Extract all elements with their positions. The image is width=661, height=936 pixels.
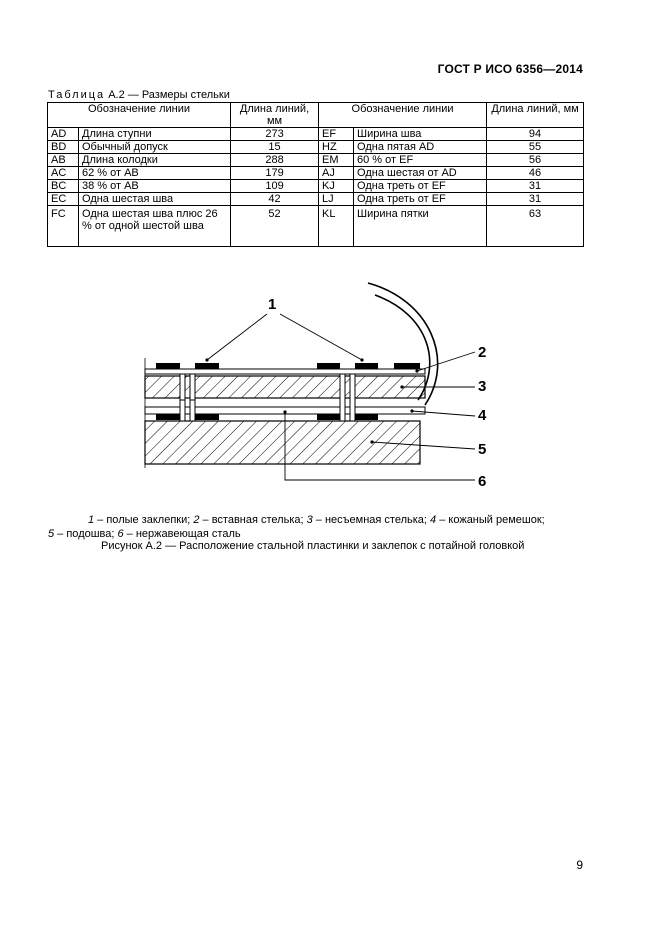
callout-label-3: 3 xyxy=(478,378,486,395)
line-code: LJ xyxy=(318,192,355,206)
line-code: FC xyxy=(47,205,79,247)
callout-leaders xyxy=(206,313,476,481)
column-header-designation-right: Обозначение линии xyxy=(318,102,488,128)
line-code: KJ xyxy=(318,179,355,193)
legend-num: 4 xyxy=(430,514,437,526)
line-name: Длина ступни xyxy=(77,127,232,141)
legend-num: 5 xyxy=(48,528,55,540)
line-length: 42 xyxy=(230,192,320,206)
line-code: BC xyxy=(47,179,79,193)
line-name: Ширина шва xyxy=(353,127,488,141)
rivet xyxy=(317,363,420,422)
legend-text: – полые заклепки; xyxy=(94,514,194,526)
line-code: AD xyxy=(47,127,79,141)
line-length: 179 xyxy=(230,166,320,180)
line-length: 288 xyxy=(230,153,320,167)
callout-label-2: 2 xyxy=(478,344,486,361)
callout-dots xyxy=(205,358,419,444)
table-row: AC 62 % от AB 179 AJ Одна шестая от AD 4… xyxy=(47,166,585,180)
line-code: HZ xyxy=(318,140,355,154)
line-name: Одна пятая AD xyxy=(353,140,488,154)
line-name: Одна шестая от AD xyxy=(353,166,488,180)
line-name: Одна шестая шва xyxy=(77,192,232,206)
figure-legend-line-2: 5 – подошва; 6 – нержавеющая сталь xyxy=(48,528,241,540)
column-header-length-left: Длина линий, мм xyxy=(230,102,320,128)
line-length: 94 xyxy=(486,127,585,141)
line-code: EM xyxy=(318,153,355,167)
line-length: 109 xyxy=(230,179,320,193)
line-name: Одна треть от EF xyxy=(353,192,488,206)
line-name: Одна треть от EF xyxy=(353,179,488,193)
table-header-row: Обозначение линии Длина линий, мм Обозна… xyxy=(46,102,585,128)
legend-text: – несъемная стелька; xyxy=(312,514,431,526)
line-length: 15 xyxy=(230,140,320,154)
legend-text: – вставная стелька; xyxy=(199,514,307,526)
line-name: Длина колодки xyxy=(77,153,232,167)
rivet xyxy=(156,363,219,422)
table-caption-title: А.2 — Размеры стельки xyxy=(105,89,230,101)
line-code: AC xyxy=(47,166,79,180)
page-number: 9 xyxy=(576,858,583,872)
line-code: AJ xyxy=(318,166,355,180)
legend-text: – нержавеющая сталь xyxy=(123,528,241,540)
column-header-length-right: Длина линий, мм xyxy=(486,102,585,128)
line-length: 31 xyxy=(486,192,585,206)
table-row: FC Одна шестая шва плюс 26 % от одной ше… xyxy=(47,205,585,247)
line-name: Одна шестая шва плюс 26 % от одной шесто… xyxy=(77,205,232,247)
table-row: BC 38 % от AB 109 KJ Одна треть от EF 31 xyxy=(47,179,585,193)
line-name: 62 % от AB xyxy=(77,166,232,180)
legend-num: 1 xyxy=(88,514,95,526)
fixed-insole xyxy=(144,375,426,399)
legend-num: 2 xyxy=(193,514,200,526)
callout-label-1: 1 xyxy=(268,296,276,313)
line-name: Обычный допуск xyxy=(77,140,232,154)
figure-caption: Рисунок А.2 — Расположение стальной плас… xyxy=(101,540,525,552)
line-name: 38 % от AB xyxy=(77,179,232,193)
line-name: Ширина пятки xyxy=(353,205,488,247)
legend-num: 3 xyxy=(306,514,313,526)
line-name: 60 % от EF xyxy=(353,153,488,167)
legend-text: – кожаный ремешок; xyxy=(436,514,545,526)
line-length: 52 xyxy=(230,205,320,247)
legend-num: 6 xyxy=(117,528,124,540)
line-length: 55 xyxy=(486,140,585,154)
callout-label-4: 4 xyxy=(478,407,487,424)
table-row: AD Длина ступни 273 EF Ширина шва 94 xyxy=(47,127,585,141)
callout-label-6: 6 xyxy=(478,473,486,490)
table-caption-label: Таблица xyxy=(48,89,106,101)
callout-label-5: 5 xyxy=(478,441,486,458)
line-code: AB xyxy=(47,153,79,167)
figure-legend-line-1: 1 – полые заклепки; 2 – вставная стелька… xyxy=(88,514,545,526)
document-id-header: ГОСТ Р ИСО 6356—2014 xyxy=(437,62,583,76)
line-code: BD xyxy=(47,140,79,154)
table-row: BD Обычный допуск 15 HZ Одна пятая AD 55 xyxy=(47,140,585,154)
line-code: KL xyxy=(318,205,355,247)
table-row: AB Длина колодки 288 EM 60 % от EF 56 xyxy=(47,153,585,167)
column-header-designation-left: Обозначение линии xyxy=(46,102,232,128)
table-row: EC Одна шестая шва 42 LJ Одна треть от E… xyxy=(47,192,585,206)
rivet-plate-diagram: 1 2 3 4 5 6 xyxy=(144,282,487,490)
line-length: 273 xyxy=(230,127,320,141)
legend-text: – подошва; xyxy=(54,528,118,540)
line-length: 56 xyxy=(486,153,585,167)
line-code: EC xyxy=(47,192,79,206)
line-length: 46 xyxy=(486,166,585,180)
line-code: EF xyxy=(318,127,355,141)
table-caption: Таблица А.2 — Размеры стельки xyxy=(48,89,230,101)
removable-insole xyxy=(144,368,426,375)
line-length: 31 xyxy=(486,179,585,193)
insole-sizes-table: Обозначение линии Длина линий, мм Обозна… xyxy=(46,102,585,247)
line-length: 63 xyxy=(486,205,585,247)
